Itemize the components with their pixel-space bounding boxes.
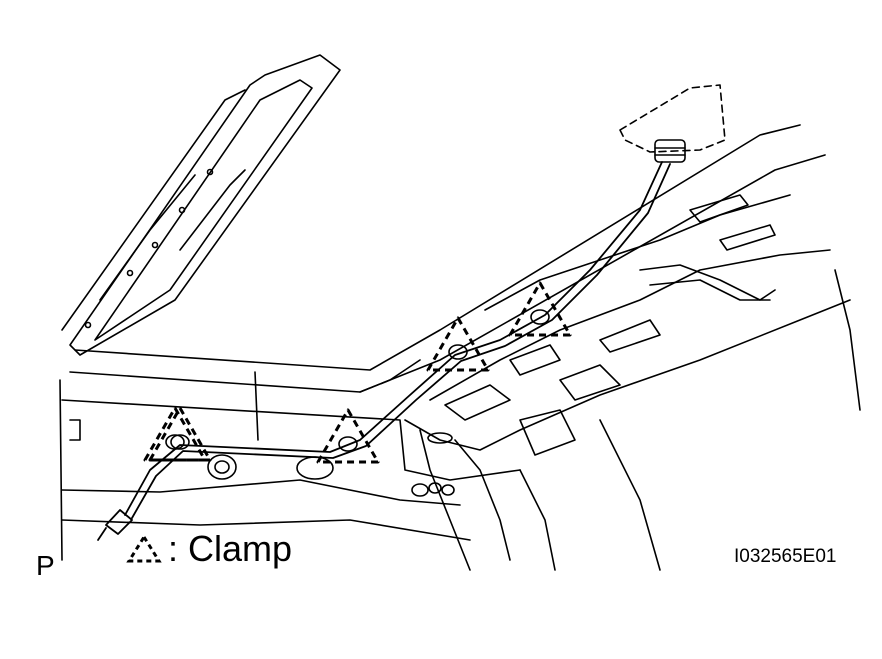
clamp-body [338, 436, 358, 452]
clamp-marker [508, 281, 572, 337]
legend-separator: : [168, 528, 179, 569]
legend-text: Clamp [188, 528, 293, 569]
dashed-triangle-clamp-icon [126, 534, 162, 563]
roof-header-panel [61, 54, 341, 356]
clamp-body [165, 434, 185, 450]
lower-body-panel [61, 399, 521, 541]
clamp-body [530, 309, 550, 325]
figure-id: I032565E01 [734, 546, 837, 567]
clamp-marker [143, 406, 207, 462]
antenna-cable [97, 161, 671, 541]
clamp-legend: : Clamp [126, 528, 292, 570]
clamp-body [170, 434, 190, 450]
clamp-marker [316, 408, 380, 464]
clamp-body [448, 344, 468, 360]
view-code-label: P [36, 550, 55, 581]
antenna-assembly [619, 84, 726, 163]
roof-rail-structure [59, 124, 861, 571]
clamp-marker [426, 316, 490, 372]
